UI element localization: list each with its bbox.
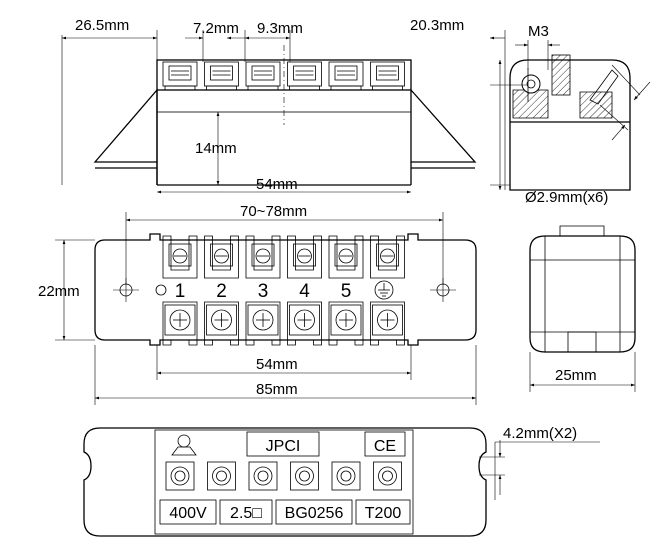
dim-screw: M3 bbox=[528, 23, 549, 40]
dim-mount-span: 70~78mm bbox=[240, 203, 307, 220]
terminal-number: 4 bbox=[299, 281, 310, 302]
terminal-number: 5 bbox=[341, 281, 352, 302]
ce-marking: CE bbox=[374, 438, 396, 455]
dim-wire-hole: Ø2.9mm(x6) bbox=[525, 189, 608, 206]
side-section-view bbox=[509, 54, 631, 191]
dim-height: 22mm bbox=[38, 283, 80, 300]
end-view bbox=[529, 225, 636, 353]
dim-side-width: 26.5mm bbox=[75, 17, 129, 34]
temperature-marking: T200 bbox=[365, 505, 402, 522]
front-terminal bbox=[245, 61, 281, 91]
top-terminal bbox=[162, 235, 198, 346]
dim-terminal-width: 9.3mm bbox=[257, 20, 303, 37]
front-dimensions: 26.5mm 7.2mm 9.3mm 14mm 54mm bbox=[61, 17, 411, 194]
terminal-number: 2 bbox=[216, 281, 227, 302]
front-terminal bbox=[370, 61, 405, 91]
bottom-screw-icon bbox=[290, 461, 319, 491]
terminal-number: 1 bbox=[175, 281, 186, 302]
front-terminal bbox=[204, 61, 239, 91]
top-terminal bbox=[287, 235, 322, 346]
top-terminal bbox=[204, 235, 239, 346]
top-dimensions: 70~78mm 22mm 54mm 85mm bbox=[38, 203, 477, 405]
earth-ground-icon bbox=[374, 280, 394, 300]
bottom-screw-icon bbox=[165, 461, 195, 491]
dim-depth: 20.3mm bbox=[410, 17, 464, 34]
dim-end-width: 25mm bbox=[555, 367, 597, 384]
bottom-screw-icon bbox=[207, 461, 236, 491]
dim-overall-length: 85mm bbox=[256, 381, 298, 398]
top-terminal bbox=[328, 235, 364, 346]
front-terminal bbox=[328, 61, 364, 91]
front-terminal bbox=[162, 61, 198, 91]
brand-marking: JPCI bbox=[266, 438, 301, 455]
bottom-screw-icon bbox=[373, 461, 402, 491]
bottom-view: JPCI CE 400V 2.5□ BG0256 T200 bbox=[83, 427, 487, 537]
dim-inner-span-side: 54mm bbox=[256, 176, 298, 193]
voltage-marking: 400V bbox=[169, 505, 207, 522]
dim-mount-hole: 4.2mm(X2) bbox=[503, 425, 577, 442]
end-dimensions: 25mm bbox=[529, 352, 636, 392]
wire-size-marking: 2.5□ bbox=[230, 505, 262, 522]
bottom-dimensions: 4.2mm(X2) bbox=[479, 425, 600, 500]
side-dimensions: 20.3mm M3 Ø2.9mm(x6) bbox=[410, 17, 651, 206]
dim-terminal-pitch: 7.2mm bbox=[193, 20, 239, 37]
bottom-screw-icon bbox=[331, 461, 361, 491]
front-elevation-view bbox=[93, 45, 477, 186]
top-plan-view: 1 2 3 4 5 bbox=[94, 233, 477, 346]
bottom-screw-icon bbox=[248, 461, 278, 491]
model-marking: BG0256 bbox=[285, 505, 344, 522]
dim-inner-span: 54mm bbox=[256, 356, 298, 373]
front-terminal bbox=[287, 61, 322, 91]
top-terminal bbox=[370, 235, 405, 346]
dim-clearance-height: 14mm bbox=[195, 140, 237, 157]
terminal-number: 3 bbox=[258, 281, 269, 302]
ground-symbol-icon bbox=[171, 434, 197, 456]
top-terminal bbox=[245, 235, 281, 346]
